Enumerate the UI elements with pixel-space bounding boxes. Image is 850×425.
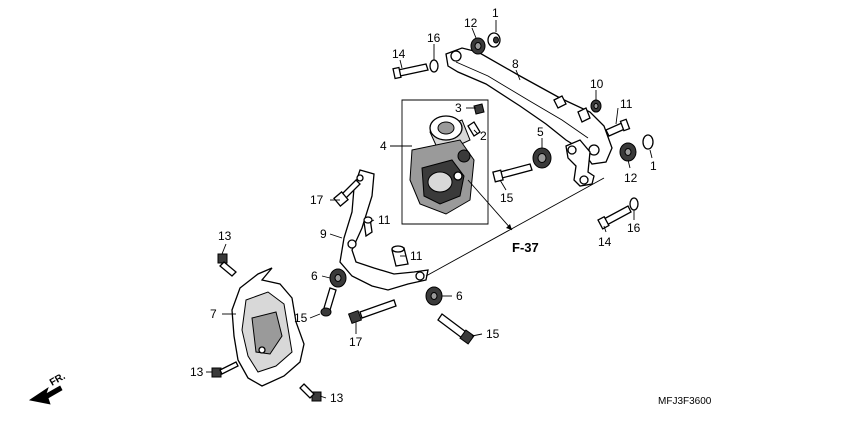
- bolt-13-left: [211, 361, 239, 378]
- callout-13-bottom: 13: [330, 391, 344, 405]
- upper-stay-bracket: [445, 47, 613, 165]
- reference-label: F-37: [512, 240, 539, 255]
- bolt-11-mid: [363, 216, 373, 238]
- callout-15-left: 15: [294, 311, 308, 325]
- callout-6-right: 6: [456, 289, 463, 303]
- upper-collar-set: [470, 32, 501, 55]
- callout-6-left: 6: [311, 269, 318, 283]
- callout-10: 10: [590, 77, 604, 91]
- callout-17-lower: 17: [349, 335, 363, 349]
- drawing-code: MFJ3F3600: [658, 396, 712, 407]
- grommet-6-left: [329, 268, 347, 288]
- callout-14-upper: 14: [392, 47, 406, 61]
- bolt-15-left: [320, 287, 337, 317]
- callout-12-lower: 12: [624, 171, 638, 185]
- callout-16-lower: 16: [627, 221, 641, 235]
- callout-17-upper: 17: [310, 193, 324, 207]
- callout-1-upper: 1: [492, 6, 499, 20]
- grommet-10: [590, 99, 602, 113]
- callout-labels: 1 12 16 14 8 10 11 3 2 4 5 12 1 15 17 11…: [190, 6, 657, 405]
- callout-2: 2: [480, 129, 487, 143]
- callout-13-left: 13: [190, 365, 204, 379]
- bolt-17-upper: [333, 179, 361, 207]
- bolt-13-top: [217, 253, 237, 277]
- upper-bolt-set: [392, 59, 439, 80]
- callout-13-top: 13: [218, 229, 232, 243]
- grommet-6-right: [425, 286, 443, 306]
- lower-link-arm: [565, 139, 595, 187]
- cover-7: [231, 267, 305, 387]
- callout-7: 7: [210, 307, 217, 321]
- leader-lines: [206, 20, 653, 399]
- callout-8: 8: [512, 57, 519, 71]
- callout-15-lower: 15: [486, 327, 500, 341]
- callout-1-lower: 1: [650, 159, 657, 173]
- rubber-mount-5: [532, 147, 552, 169]
- callout-11-mid: 11: [378, 213, 391, 227]
- callout-11-upper: 11: [620, 97, 633, 111]
- callout-12-upper: 12: [464, 16, 478, 30]
- callout-11-lower: 11: [410, 249, 423, 263]
- callout-14-lower: 14: [598, 235, 612, 249]
- callout-5: 5: [537, 125, 544, 139]
- callout-9: 9: [320, 227, 327, 241]
- bolt-11-upper: [605, 118, 631, 137]
- bolt-13-bottom: [299, 383, 322, 402]
- callout-4: 4: [380, 139, 387, 153]
- bolt-15-lower: [437, 313, 475, 345]
- lower-right-collar-set: [619, 134, 654, 162]
- callout-15-center: 15: [500, 191, 514, 205]
- collar-11-lower: [391, 245, 409, 267]
- callout-3: 3: [455, 101, 462, 115]
- bolt-17-lower: [347, 299, 397, 325]
- front-direction-arrow: FR.: [28, 371, 68, 405]
- actuator-assembly-box: [401, 99, 489, 225]
- callout-16-upper: 16: [427, 31, 441, 45]
- direction-label: FR.: [48, 371, 68, 389]
- bolt-15-center: [492, 163, 533, 183]
